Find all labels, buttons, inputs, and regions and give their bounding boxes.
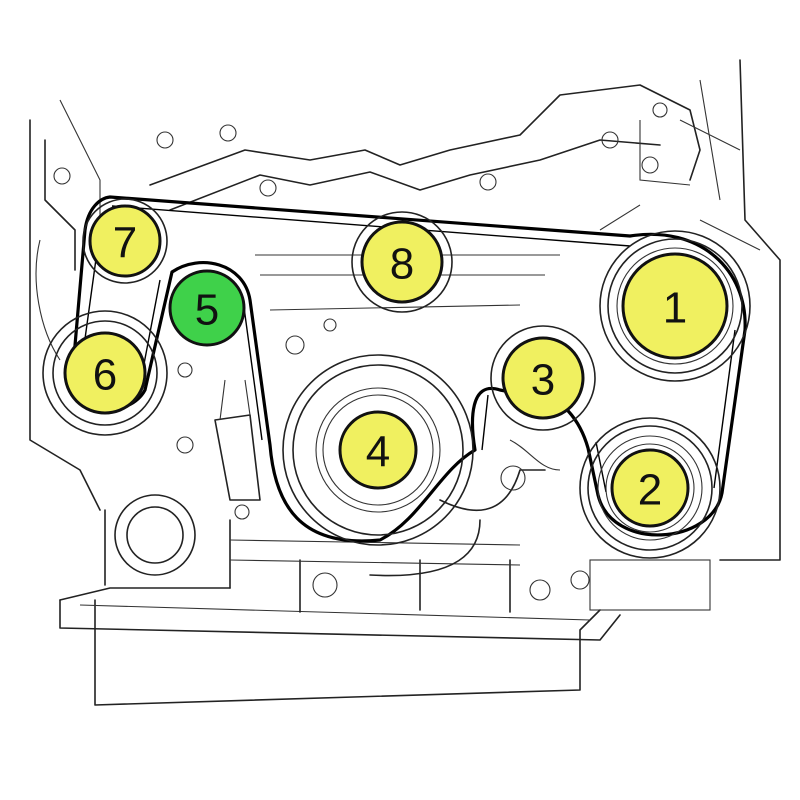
pulley-3-marker [501,336,585,420]
drive-belt-inner [79,205,736,493]
pulley-6-marker [63,331,147,415]
pulley-markers: 1 2 3 4 5 6 7 8 [63,204,729,528]
pulley-7-label: 7 [113,219,137,268]
pulley-4-marker [338,410,418,490]
engine-block-outline [29,59,781,706]
pulley-2-label: 2 [638,466,662,515]
pulley-rings [42,198,751,559]
pulley-7: 7 [88,204,162,278]
pulley-5: 5 [168,269,246,347]
pulley-3-label: 3 [531,356,555,405]
pulley-1-marker [621,252,729,360]
pulley-8-label: 8 [390,240,414,289]
pulley-8: 8 [360,220,444,304]
pulley-1: 1 [621,252,729,360]
pulley-6: 6 [63,331,147,415]
pulley-2: 2 [610,448,690,528]
pulley-7-marker [88,204,162,278]
pulley-5-marker [168,269,246,347]
pulley-4: 4 [338,410,418,490]
pulley-3: 3 [501,336,585,420]
pulley-6-label: 6 [93,351,117,400]
pulley-4-label: 4 [366,428,390,477]
pulley-8-marker [360,220,444,304]
pulley-1-label: 1 [663,284,687,333]
pulley-5-label: 5 [195,286,219,335]
pulley-2-marker [610,448,690,528]
